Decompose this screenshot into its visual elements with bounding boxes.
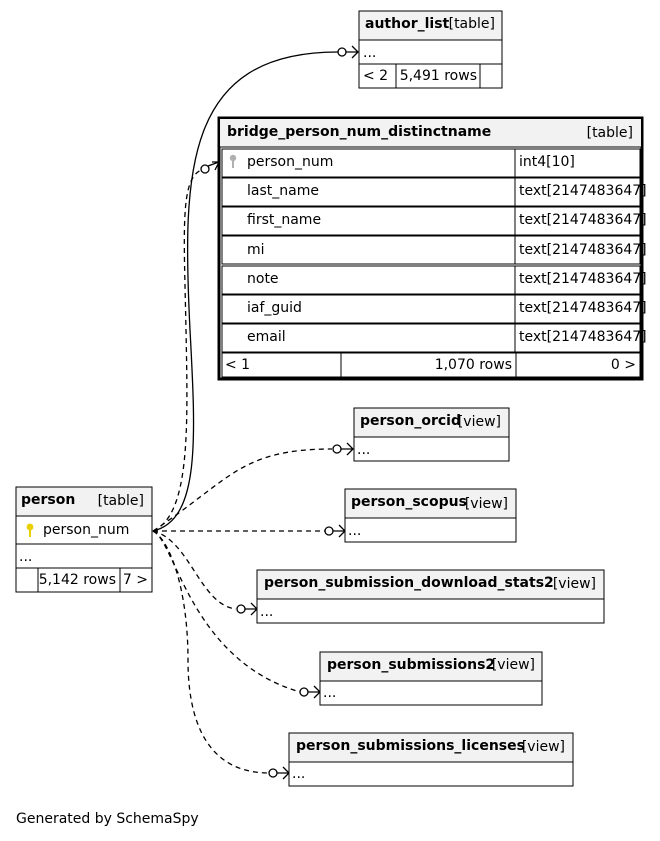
columns-ellipsis: ... bbox=[292, 766, 305, 782]
view-name: person_submissions_licenses bbox=[296, 738, 525, 754]
column-type: text[2147483647] bbox=[519, 329, 647, 345]
view-kind: [view] bbox=[553, 576, 596, 592]
column-name: first_name bbox=[247, 212, 321, 228]
column-type: text[2147483647] bbox=[519, 300, 647, 316]
generated-by-footer: Generated by SchemaSpy bbox=[16, 811, 199, 827]
column-type: text[2147483647] bbox=[519, 271, 647, 287]
edge-person-person_orcid bbox=[152, 448, 333, 532]
table-row: iaf_guid text[2147483647] bbox=[247, 300, 647, 316]
columns-ellipsis: ... bbox=[348, 523, 361, 539]
marker-download_stats bbox=[236, 602, 258, 616]
table-row: mi text[2147483647] bbox=[247, 242, 647, 258]
columns-ellipsis: ... bbox=[19, 549, 32, 565]
view-person_submission_download_stats2[interactable]: person_submission_download_stats2 [view]… bbox=[256, 569, 605, 624]
table-kind: [table] bbox=[98, 493, 144, 509]
column-name: note bbox=[247, 271, 279, 287]
column-name: mi bbox=[247, 242, 265, 258]
columns-ellipsis: ... bbox=[323, 685, 336, 701]
table-name: person bbox=[21, 492, 75, 508]
marker-author_list bbox=[337, 45, 359, 59]
table-name: author_list bbox=[365, 16, 450, 32]
table-row: last_name text[2147483647] bbox=[247, 183, 647, 199]
view-person_scopus[interactable]: person_scopus [view] ... bbox=[344, 488, 517, 543]
view-name: person_submission_download_stats2 bbox=[264, 575, 554, 591]
table-name: bridge_person_num_distinctname bbox=[227, 124, 491, 140]
marker-person_orcid bbox=[332, 442, 354, 456]
view-name: person_scopus bbox=[351, 494, 467, 510]
row-count: 5,142 rows bbox=[39, 572, 116, 588]
view-kind: [view] bbox=[458, 414, 501, 430]
column-type: text[2147483647] bbox=[519, 212, 647, 228]
table-row: email text[2147483647] bbox=[247, 329, 647, 345]
column-name: person_num bbox=[247, 154, 333, 170]
view-kind: [view] bbox=[465, 496, 508, 512]
column-name: email bbox=[247, 329, 286, 345]
column-name: last_name bbox=[247, 183, 319, 199]
table-row: note text[2147483647] bbox=[247, 271, 647, 287]
edge-person-submissions_licenses bbox=[152, 530, 270, 774]
parent-count: < 1 bbox=[225, 357, 250, 373]
edge-person-bridge bbox=[152, 169, 202, 532]
view-kind: [view] bbox=[492, 657, 535, 673]
view-kind: [view] bbox=[522, 739, 565, 755]
edge-person-author_list bbox=[152, 51, 339, 532]
marker-bridge bbox=[200, 161, 221, 174]
table-row: person_num int4[10] bbox=[247, 154, 575, 170]
table-bridge_person_num_distinctname[interactable]: bridge_person_num_distinctname [table] p… bbox=[217, 116, 647, 381]
column-name: iaf_guid bbox=[247, 300, 302, 316]
column-type: text[2147483647] bbox=[519, 242, 647, 258]
table-author_list[interactable]: author_list [table] ... < 2 5,491 rows bbox=[358, 10, 503, 89]
table-person[interactable]: person [table] person_num ... 5,142 rows… bbox=[15, 486, 153, 593]
table-row: first_name text[2147483647] bbox=[247, 212, 647, 228]
columns-ellipsis: ... bbox=[363, 45, 376, 61]
row-count: 1,070 rows bbox=[435, 357, 512, 373]
edge-person-download_stats bbox=[152, 530, 237, 610]
view-person_submissions2[interactable]: person_submissions2 [view] ... bbox=[319, 651, 543, 706]
view-name: person_submissions2 bbox=[327, 657, 495, 673]
marker-submissions_licenses bbox=[268, 766, 290, 780]
foreign-key-icon bbox=[229, 154, 237, 168]
view-person_orcid[interactable]: person_orcid [view] ... bbox=[353, 407, 510, 462]
column-type: int4[10] bbox=[519, 154, 575, 170]
marker-person_scopus bbox=[324, 524, 346, 538]
column-type: text[2147483647] bbox=[519, 183, 647, 199]
parent-count: < 2 bbox=[363, 68, 388, 84]
columns-ellipsis: ... bbox=[357, 442, 370, 458]
row-count: 5,491 rows bbox=[400, 68, 477, 84]
columns-ellipsis: ... bbox=[260, 604, 273, 620]
view-name: person_orcid bbox=[360, 413, 461, 429]
table-kind: [table] bbox=[587, 125, 633, 141]
table-kind: [table] bbox=[449, 16, 495, 32]
pk-column-name: person_num bbox=[43, 522, 129, 538]
child-count: 0 > bbox=[611, 357, 636, 373]
child-count: 7 > bbox=[123, 572, 148, 588]
primary-key-icon bbox=[26, 523, 34, 537]
view-person_submissions_licenses[interactable]: person_submissions_licenses [view] ... bbox=[288, 732, 574, 787]
marker-submissions2 bbox=[299, 685, 321, 699]
